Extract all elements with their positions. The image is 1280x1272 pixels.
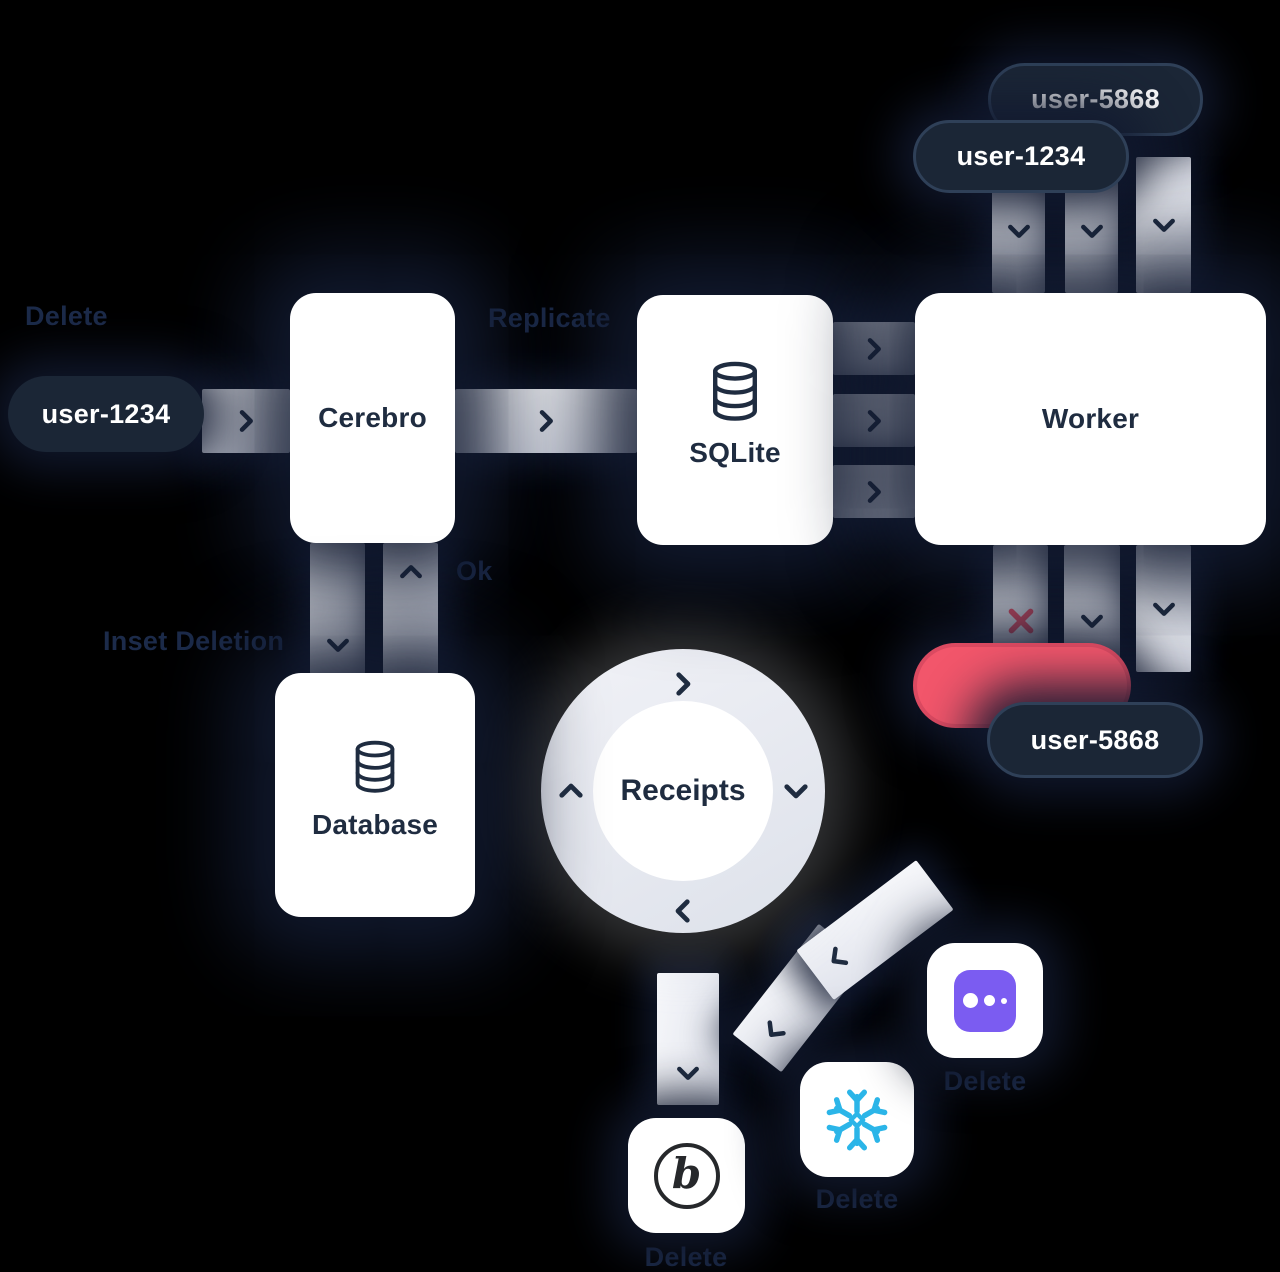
- chevron-down-icon: [1081, 614, 1103, 628]
- connector-sqlite-to-worker-1: [833, 322, 915, 375]
- database-icon: [355, 740, 395, 793]
- cerebro-node-label: Cerebro: [318, 402, 427, 433]
- connector-sqlite-to-worker-3: [833, 465, 915, 518]
- dots-app-destination-tile: [927, 943, 1043, 1058]
- chevron-down-icon: [1152, 602, 1175, 616]
- source-user-pill: user-1234: [8, 376, 204, 452]
- ok-flow-label: Ok: [456, 556, 493, 586]
- replicate-flow-label: Replicate: [488, 303, 611, 333]
- worker-node: Worker: [915, 293, 1266, 545]
- braze-destination-tile: b: [628, 1118, 745, 1233]
- chevron-down-icon: [1080, 224, 1103, 238]
- chevron-right-icon: [239, 410, 253, 432]
- chevron-down-icon: [831, 946, 849, 966]
- sqlite-node: SQLite: [637, 295, 833, 545]
- braze-delete-label: Delete: [644, 1242, 728, 1272]
- connector-database-to-cerebro: [383, 543, 438, 674]
- chevron-right-icon: [539, 410, 553, 432]
- queued-user-pill-front: user-1234: [913, 120, 1129, 193]
- connector-receipts-to-dots-app: [796, 860, 954, 1000]
- rejected-user-pill: user-5868: [987, 702, 1203, 778]
- database-node: Database: [275, 673, 475, 917]
- connector-cerebro-to-database: [310, 543, 365, 674]
- braze-icon: b: [653, 1142, 720, 1209]
- chevron-up-icon: [559, 783, 583, 798]
- three-dots-app-icon: [954, 969, 1016, 1032]
- inset-deletion-flow-label: Inset Deletion: [103, 626, 285, 656]
- delete-flow-label: Delete: [25, 301, 108, 331]
- x-icon: [1008, 608, 1033, 633]
- snowflake-delete-label: Delete: [815, 1184, 899, 1214]
- chevron-right-icon: [676, 672, 691, 696]
- chevron-right-icon: [867, 480, 881, 503]
- connector-queue-to-worker-3: [1136, 157, 1191, 293]
- dots-app-delete-label: Delete: [943, 1066, 1027, 1096]
- chevron-left-icon: [675, 899, 690, 923]
- connector-receipts-to-snowflake: [732, 923, 868, 1073]
- connector-worker-out-3: [1136, 545, 1191, 672]
- database-node-label: Database: [311, 808, 439, 840]
- database-icon: [713, 361, 757, 421]
- connector-cerebro-to-sqlite: [455, 389, 637, 453]
- worker-node-label: Worker: [1041, 403, 1140, 434]
- chevron-up-icon: [399, 565, 422, 579]
- connector-sqlite-to-worker-2: [833, 394, 915, 447]
- chevron-down-icon: [1007, 224, 1030, 238]
- snowflake-icon: [826, 1089, 888, 1150]
- chevron-down-icon: [677, 1066, 699, 1080]
- chevron-right-icon: [867, 409, 881, 432]
- receipts-node: Receipts: [593, 701, 773, 881]
- receipts-node-label: Receipts: [620, 774, 746, 807]
- chevron-right-icon: [867, 337, 881, 360]
- chevron-down-icon: [767, 1020, 786, 1038]
- connector-source-to-cerebro: [202, 389, 290, 453]
- cerebro-node: Cerebro: [290, 293, 455, 543]
- snowflake-destination-tile: [800, 1062, 914, 1177]
- chevron-down-icon: [1152, 218, 1175, 232]
- chevron-down-icon: [326, 638, 349, 652]
- chevron-down-icon: [784, 784, 808, 799]
- connector-receipts-to-braze: [657, 973, 719, 1105]
- sqlite-node-label: SQLite: [689, 437, 781, 468]
- braze-letter: b: [671, 1148, 702, 1198]
